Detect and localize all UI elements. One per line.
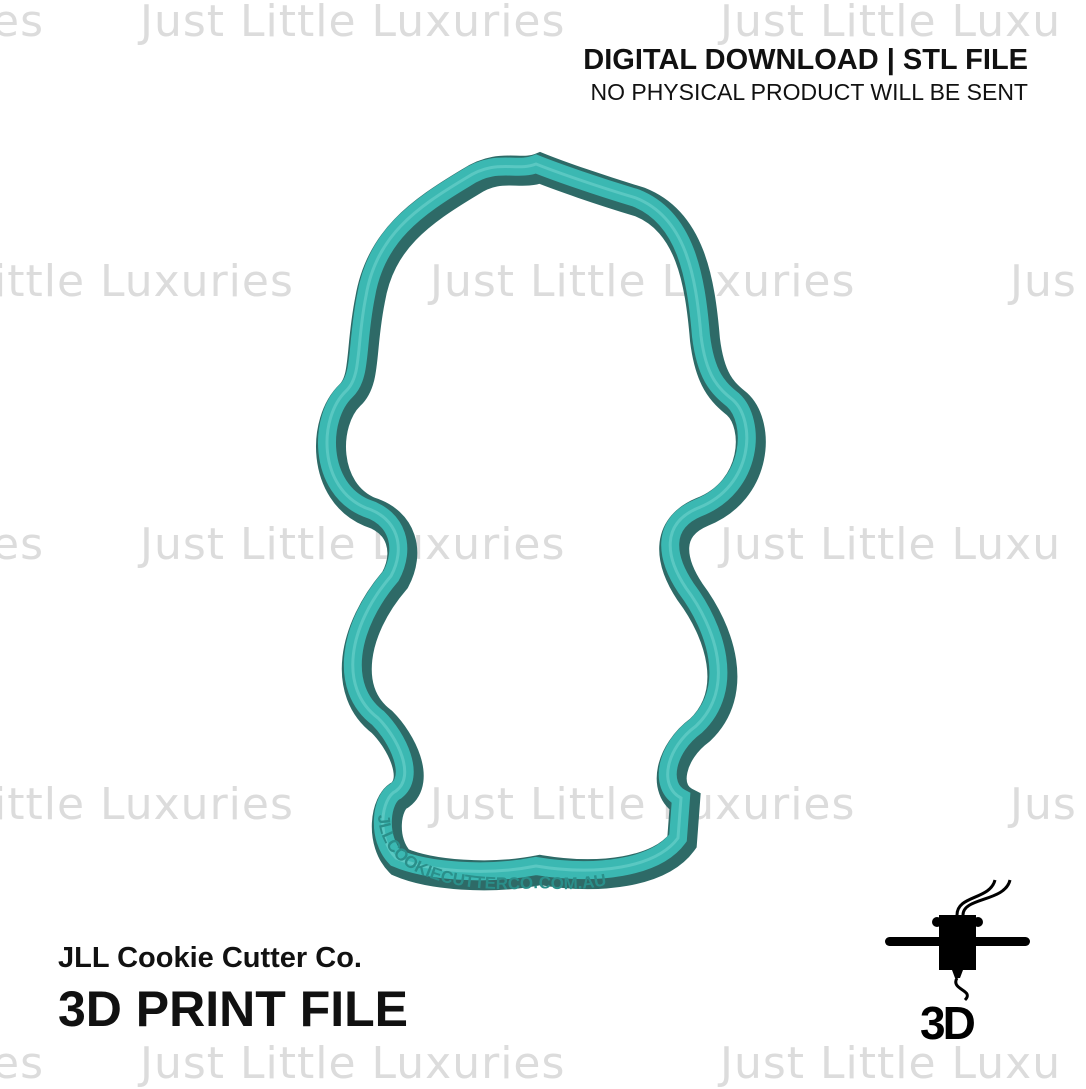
- 3d-printer-icon: [885, 879, 1030, 1002]
- watermark: Just Little Luxuries: [140, 1038, 566, 1089]
- brand-name: JLL Cookie Cutter Co.: [58, 942, 362, 974]
- watermark: es: [0, 1038, 44, 1089]
- notice-title: DIGITAL DOWNLOAD | STL FILE: [583, 44, 1028, 76]
- watermark: ittle Luxuries: [0, 779, 294, 830]
- watermark: Jus: [1010, 779, 1077, 830]
- download-notice: DIGITAL DOWNLOAD | STL FILE NO PHYSICAL …: [583, 44, 1028, 106]
- watermark: Just Little Luxu: [720, 519, 1062, 570]
- file-label: 3D PRINT FILE: [58, 981, 409, 1037]
- watermark: es: [0, 519, 44, 570]
- 3d-icon-label: 3D: [920, 997, 976, 1049]
- watermark: Just Little Luxuries: [140, 519, 566, 570]
- watermark: Just Little Luxuries: [430, 779, 856, 830]
- notice-subtitle: NO PHYSICAL PRODUCT WILL BE SENT: [590, 79, 1028, 105]
- watermark: ittle Luxuries: [0, 256, 294, 307]
- watermark: Just Little Luxuries: [430, 256, 856, 307]
- watermark: Jus: [1010, 256, 1077, 307]
- watermark: Just Little Luxu: [720, 1038, 1062, 1089]
- cutter-embossed-text: JLLCOOKIECUTTERCO.COM.AU: [374, 814, 608, 894]
- watermark: Just Little Luxuries: [140, 0, 566, 47]
- watermark: es: [0, 0, 44, 47]
- watermark: Just Little Luxu: [720, 0, 1062, 47]
